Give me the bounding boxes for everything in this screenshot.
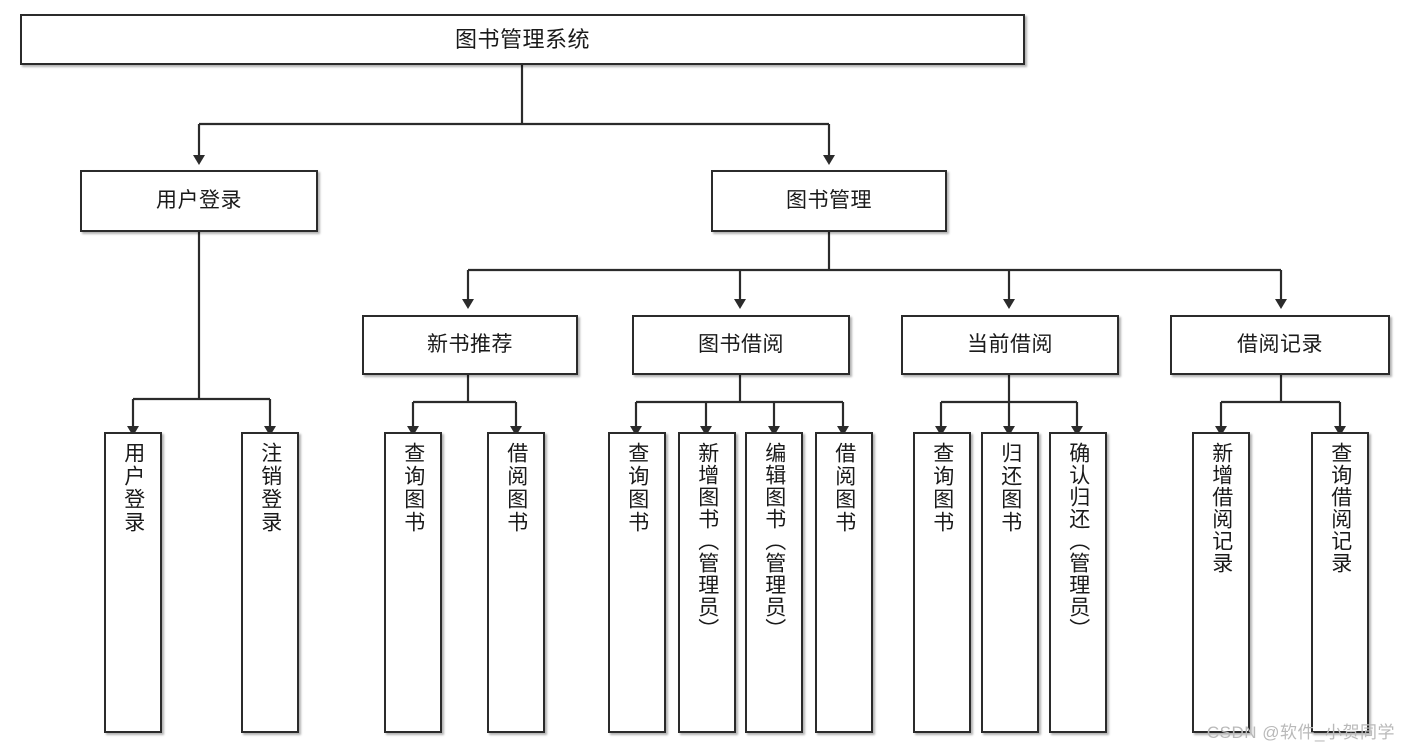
leaf-query-books-current[interactable]: 查询图书 <box>913 432 971 733</box>
leaf-return-books[interactable]: 归还图书 <box>981 432 1039 733</box>
leaf-logout-label: 注销登录 <box>258 442 282 534</box>
leaf-add-borrow-record-label: 新增借阅记录 <box>1209 442 1233 574</box>
node-book-management[interactable]: 图书管理 <box>711 170 947 232</box>
leaf-logout[interactable]: 注销登录 <box>241 432 299 733</box>
leaf-user-login[interactable]: 用户登录 <box>104 432 162 733</box>
node-book-borrow-label: 图书借阅 <box>698 332 784 356</box>
node-borrow-records[interactable]: 借阅记录 <box>1170 315 1390 375</box>
leaf-add-book-admin[interactable]: 新增图书（管理员） <box>678 432 736 733</box>
node-current-borrow[interactable]: 当前借阅 <box>901 315 1119 375</box>
leaf-query-borrow-record[interactable]: 查询借阅记录 <box>1311 432 1369 733</box>
node-user-login-label: 用户登录 <box>156 188 242 212</box>
leaf-borrow-books[interactable]: 借阅图书 <box>815 432 873 733</box>
leaf-query-borrow-record-label: 查询借阅记录 <box>1328 442 1352 574</box>
leaf-query-books-new[interactable]: 查询图书 <box>384 432 442 733</box>
leaf-user-login-label: 用户登录 <box>121 442 145 534</box>
leaf-query-books-new-label: 查询图书 <box>401 442 425 534</box>
leaf-query-books-borrow[interactable]: 查询图书 <box>608 432 666 733</box>
leaf-add-book-admin-label: 新增图书（管理员） <box>695 442 719 640</box>
node-user-login[interactable]: 用户登录 <box>80 170 318 232</box>
leaf-query-books-borrow-label: 查询图书 <box>625 442 649 534</box>
leaf-query-books-current-label: 查询图书 <box>930 442 954 534</box>
leaf-borrow-books-new[interactable]: 借阅图书 <box>487 432 545 733</box>
node-new-book-recommend-label: 新书推荐 <box>427 332 513 356</box>
node-book-management-label: 图书管理 <box>786 188 872 212</box>
node-root[interactable]: 图书管理系统 <box>20 14 1025 65</box>
node-root-label: 图书管理系统 <box>454 26 590 52</box>
node-book-borrow[interactable]: 图书借阅 <box>632 315 850 375</box>
leaf-borrow-books-label: 借阅图书 <box>832 442 856 534</box>
node-current-borrow-label: 当前借阅 <box>967 332 1053 356</box>
leaf-edit-book-admin[interactable]: 编辑图书（管理员） <box>745 432 803 733</box>
leaf-add-borrow-record[interactable]: 新增借阅记录 <box>1192 432 1250 733</box>
node-borrow-records-label: 借阅记录 <box>1237 332 1323 356</box>
leaf-confirm-return-admin[interactable]: 确认归还（管理员） <box>1049 432 1107 733</box>
watermark: CSDN @软件_小贺同学 <box>1206 723 1395 742</box>
leaf-return-books-label: 归还图书 <box>998 442 1022 534</box>
node-new-book-recommend[interactable]: 新书推荐 <box>362 315 578 375</box>
leaf-borrow-books-new-label: 借阅图书 <box>504 442 528 534</box>
leaf-confirm-return-admin-label: 确认归还（管理员） <box>1066 442 1090 640</box>
leaf-edit-book-admin-label: 编辑图书（管理员） <box>762 442 786 640</box>
